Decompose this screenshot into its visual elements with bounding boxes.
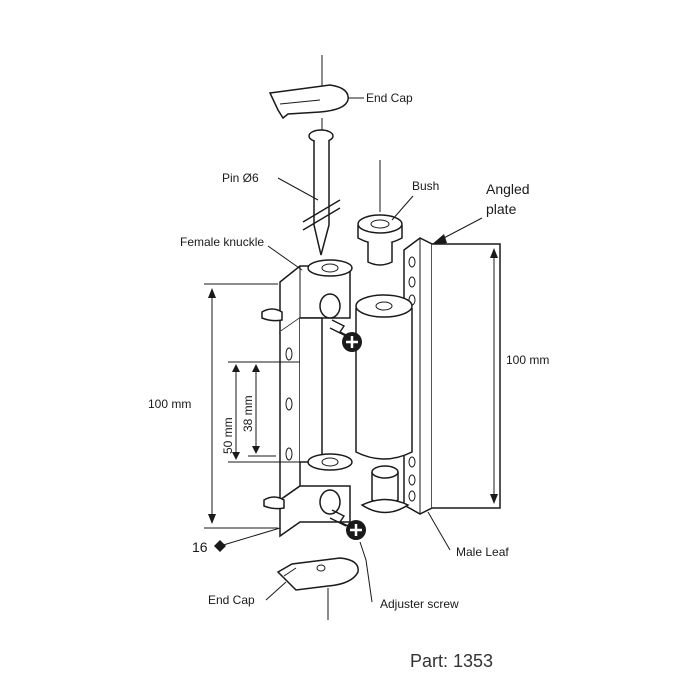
male-knuckle — [355, 294, 413, 460]
leader-end-cap-bottom — [265, 581, 287, 601]
pin — [302, 118, 341, 256]
label-dim-left-100: 100 mm — [148, 397, 191, 411]
label-dim-38: 38 mm — [241, 395, 255, 432]
label-angled-plate-line1: Angled — [486, 181, 530, 197]
label-end-cap-bottom: End Cap — [208, 593, 255, 607]
part-number: Part: 1353 — [410, 651, 493, 671]
label-end-cap-top: End Cap — [366, 91, 413, 105]
label-angled-plate-line2: plate — [486, 201, 517, 217]
label-dim-16: 16 — [192, 539, 208, 555]
dim-right-100mm — [432, 243, 500, 509]
leader-pin — [277, 177, 319, 201]
angled-plate-arrow — [430, 217, 483, 246]
leader-adjuster-screw — [359, 541, 373, 603]
dim-38mm — [248, 361, 276, 457]
lower-bush — [360, 465, 410, 514]
upper-adjuster-screw — [329, 319, 362, 352]
bottom-end-cap — [276, 557, 359, 620]
label-dim-50: 50 mm — [221, 417, 235, 454]
lower-adjuster-screw — [329, 509, 366, 540]
label-adjuster-screw: Adjuster screw — [380, 597, 459, 611]
label-dim-right-100: 100 mm — [506, 353, 549, 367]
dim-16 — [214, 527, 281, 552]
top-end-cap — [268, 55, 349, 120]
leader-female-knuckle — [267, 245, 303, 271]
label-bush: Bush — [412, 179, 439, 193]
leader-male-leaf — [427, 511, 451, 551]
label-pin: Pin Ø6 — [222, 171, 259, 185]
dim-left-100mm — [204, 283, 278, 529]
bush — [357, 160, 403, 266]
leader-bush — [391, 195, 414, 221]
label-male-leaf: Male Leaf — [456, 545, 509, 559]
label-female-knuckle: Female knuckle — [180, 235, 264, 249]
female-knuckle-frame — [261, 259, 353, 538]
male-leaf-plate — [403, 237, 501, 515]
